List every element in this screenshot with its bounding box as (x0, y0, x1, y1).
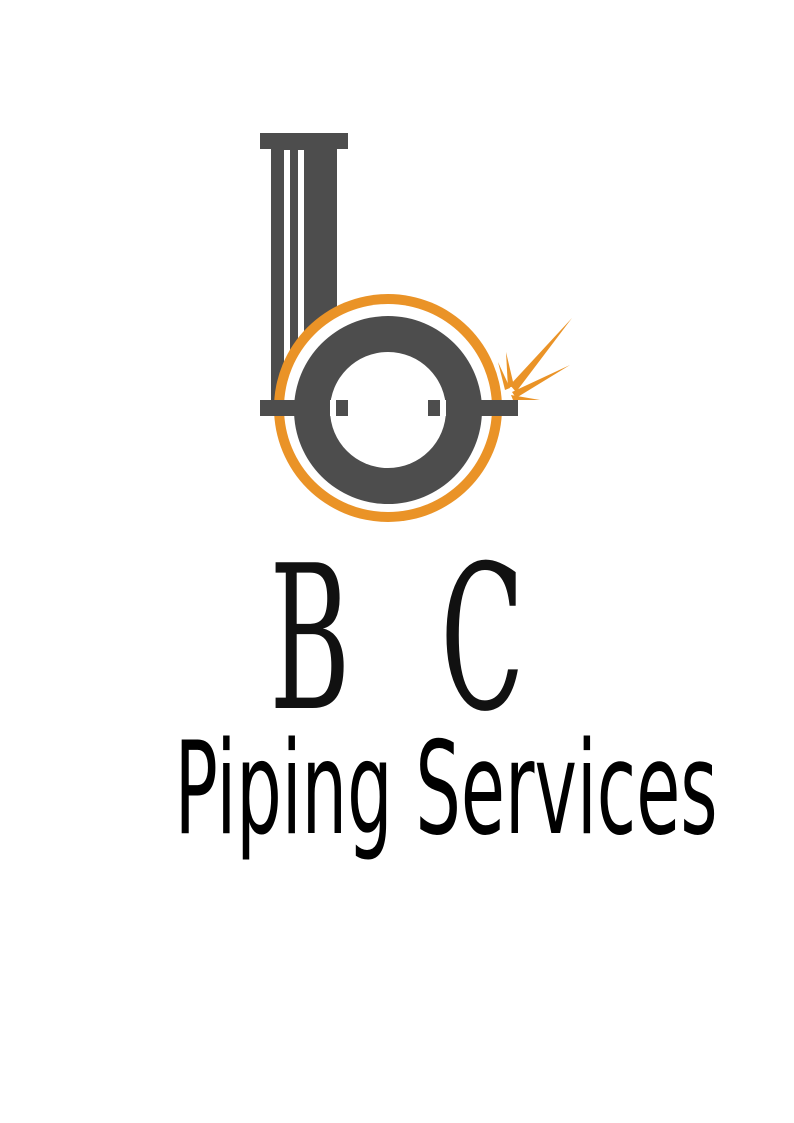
brand-initials: B C (269, 523, 552, 756)
welding-spark-icon (498, 318, 572, 400)
pipe-groove-left (284, 150, 290, 388)
pipe-groove-right (298, 150, 304, 388)
pipe-ring-hole (330, 352, 446, 468)
left-flange (260, 400, 348, 416)
company-name: Piping Services (174, 715, 718, 864)
top-flange (260, 133, 348, 149)
flange-notch-left (330, 400, 336, 416)
flange-notch-right (440, 400, 446, 416)
right-flange (428, 400, 518, 416)
